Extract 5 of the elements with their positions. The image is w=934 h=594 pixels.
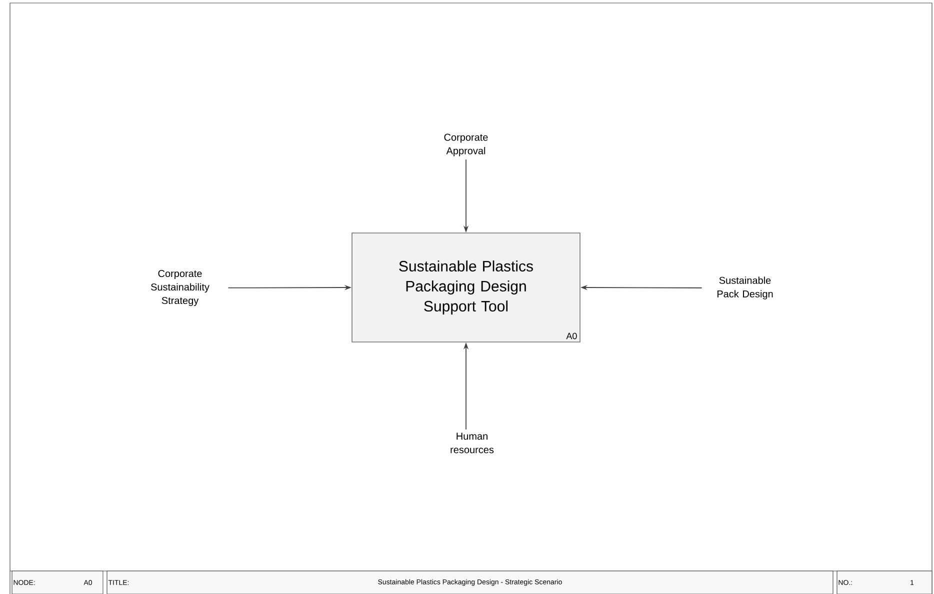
process-box: Sustainable Plastics Packaging Design Support Tool A0: [352, 232, 580, 342]
input-label: Sustainable Pack Design: [717, 276, 773, 300]
input-label: Human resources: [450, 432, 494, 454]
input-label: Corporate Sustainability Strategy: [151, 270, 210, 306]
input-label: Corporate Approval: [444, 134, 488, 156]
